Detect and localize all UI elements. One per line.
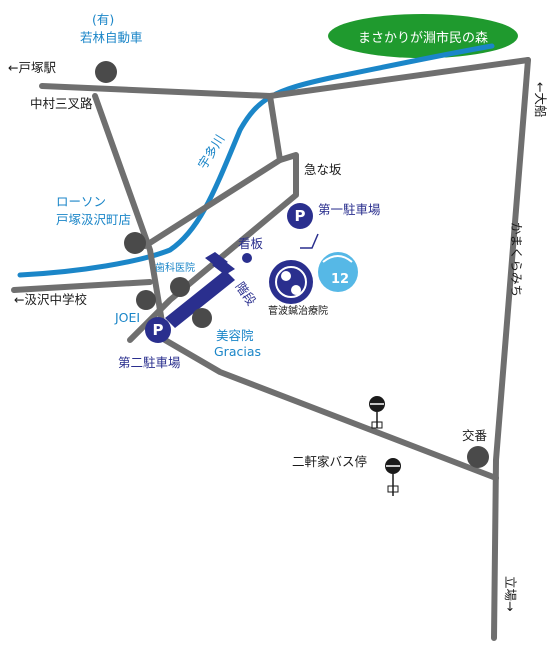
road-gumizawa bbox=[11, 279, 153, 293]
bus-stop-icon bbox=[369, 396, 385, 429]
signboard-label: 看板 bbox=[238, 236, 264, 251]
lawson-marker bbox=[124, 232, 146, 254]
parking-icon-1-symbol: P bbox=[295, 207, 306, 225]
label-gumizawa-school: ←汲沢中学校 bbox=[14, 292, 87, 307]
wakabayashi-marker bbox=[95, 61, 117, 83]
clinic-swirl-icon bbox=[318, 252, 358, 292]
stairs bbox=[165, 252, 235, 328]
dental-marker bbox=[170, 277, 190, 297]
park-oval bbox=[328, 14, 518, 58]
joei-label: JOEI bbox=[114, 310, 140, 325]
wakabayashi-line1: (有) bbox=[92, 12, 114, 27]
lawson-line2: 戸塚汲沢町店 bbox=[56, 212, 131, 227]
bus-stop-label: 二軒家バス停 bbox=[292, 454, 367, 469]
salon-marker bbox=[192, 308, 212, 328]
lawson-line1: ローソン bbox=[56, 194, 106, 209]
bus-stop-icon-2 bbox=[385, 458, 401, 496]
clinic-logo-icon bbox=[269, 260, 313, 304]
stairs-label: 階段 bbox=[233, 279, 260, 308]
parking-2-label: 第二駐車場 bbox=[118, 355, 181, 370]
koban-label: 交番 bbox=[462, 428, 488, 443]
dental-label: 歯科医院 bbox=[155, 261, 195, 274]
road-east bbox=[491, 57, 531, 641]
label-nakamura: 中村三叉路 bbox=[30, 96, 93, 111]
road-kyuna-saka bbox=[127, 152, 299, 343]
salon-line1: 美容院 bbox=[216, 328, 254, 343]
koban-marker bbox=[467, 446, 489, 468]
label-kamakura: かまくらみち bbox=[509, 222, 524, 297]
park-label: まさかりが淵市民の森 bbox=[358, 30, 488, 46]
signboard-dot bbox=[242, 253, 252, 263]
parking-1-label: 第一駐車場 bbox=[318, 202, 381, 217]
clinic-logo-number: 12 bbox=[331, 272, 349, 287]
salon-line2: Gracias bbox=[214, 344, 261, 359]
parking-icon-2-symbol: P bbox=[153, 321, 164, 339]
wakabayashi-line2: 若林自動車 bbox=[80, 30, 143, 45]
joei-marker bbox=[136, 290, 156, 310]
clinic-name: 菅波鍼治療院 bbox=[268, 304, 328, 317]
river-utagawa bbox=[17, 43, 495, 278]
label-kyuna: 急な坂 bbox=[304, 162, 342, 177]
roads bbox=[11, 57, 531, 641]
parking-1-arrow bbox=[300, 233, 319, 249]
label-tateba: 立場→ bbox=[503, 576, 518, 611]
parking-icon-1 bbox=[287, 203, 313, 229]
parking-icon-2 bbox=[145, 317, 171, 343]
label-totsuka: ←戸塚駅 bbox=[8, 60, 56, 75]
label-ofuna: ←大船 bbox=[533, 82, 548, 117]
